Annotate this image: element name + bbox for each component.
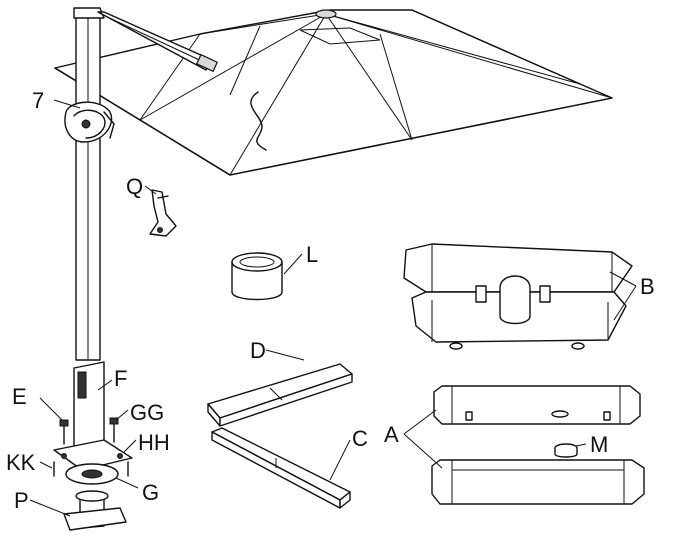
label-e: E <box>12 384 27 409</box>
label-b: B <box>640 274 655 299</box>
label-a: A <box>384 422 399 447</box>
label-hh: HH <box>138 430 170 455</box>
part-l <box>231 252 283 301</box>
label-gg: GG <box>130 400 164 425</box>
labels: 7 Q L B D F E GG HH KK G P C A M <box>6 88 655 513</box>
label-kk: KK <box>6 450 36 475</box>
label-p: P <box>14 488 29 513</box>
label-d: D <box>250 338 266 363</box>
label-c: C <box>352 426 368 451</box>
base-parts <box>53 361 133 531</box>
part-a <box>431 385 645 505</box>
pole-assembly <box>64 7 219 361</box>
part-d <box>207 363 353 427</box>
label-m: M <box>590 432 608 457</box>
label-q: Q <box>126 174 143 199</box>
part-c <box>211 427 351 509</box>
label-f: F <box>114 366 127 391</box>
part-q <box>149 189 177 237</box>
part-b <box>403 243 633 350</box>
canopy <box>54 9 613 176</box>
part-m <box>554 443 578 458</box>
label-l: L <box>306 242 318 267</box>
label-7: 7 <box>32 88 44 113</box>
leader-lines <box>29 99 637 517</box>
label-g: G <box>142 480 159 505</box>
